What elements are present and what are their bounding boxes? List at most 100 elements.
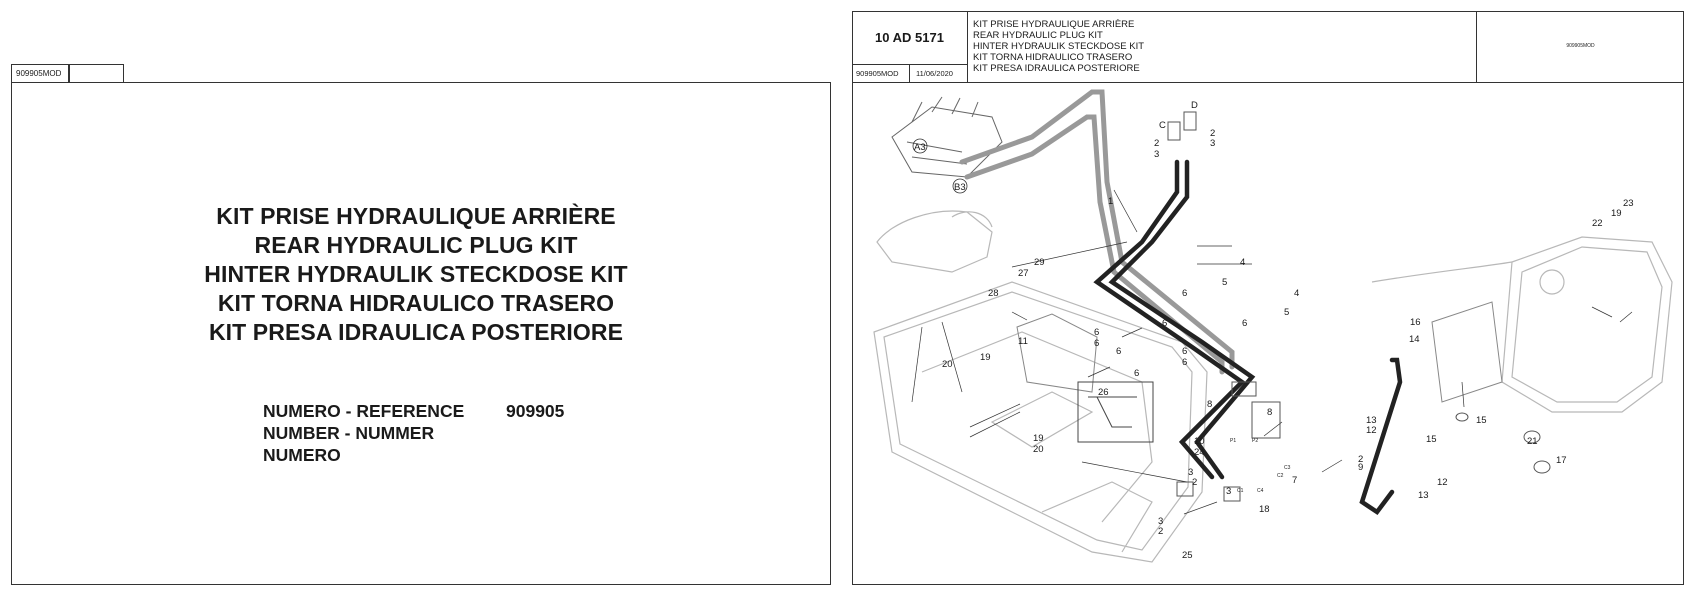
callout-19a: 19 xyxy=(980,352,991,363)
callout-11: 11 xyxy=(1018,336,1028,347)
callout-D: D xyxy=(1191,100,1198,111)
title-fr: KIT PRISE HYDRAULIQUE ARRIÈRE xyxy=(216,203,616,229)
rear-frame-drawing xyxy=(1371,236,1673,413)
callout-6b: 6 xyxy=(1162,318,1167,329)
bracket-drawing xyxy=(1431,301,1503,403)
callout-16: 16 xyxy=(1410,317,1421,328)
callout-22: 22 xyxy=(1592,218,1603,229)
doc-date: 11/06/2020 xyxy=(910,65,968,82)
port-C3: C3 xyxy=(1284,465,1291,471)
reference-number: 909905 xyxy=(506,401,565,421)
doc-code: 909905MOD xyxy=(852,65,910,82)
left-doc-code: 909905MOD xyxy=(11,64,69,83)
callout-4b: 4 xyxy=(1294,288,1299,299)
callout-6h: 6 xyxy=(1182,357,1187,368)
exploded-parts-diagram: A3 B3 C D 2 3 2 3 1 4 4 5 5 6 6 6 6 6 6 … xyxy=(873,89,1673,563)
callout-A3: A3 xyxy=(914,142,926,153)
callout-12b: 12 xyxy=(1366,425,1377,436)
port-C2: C2 xyxy=(1277,473,1284,479)
leader-lines xyxy=(911,189,1633,515)
callout-5b: 5 xyxy=(1284,307,1289,318)
left-page-frame xyxy=(11,82,831,585)
black-hoses xyxy=(1093,159,1403,516)
callout-29: 29 xyxy=(1034,257,1045,268)
left-tab-blank xyxy=(69,64,124,83)
gray-hoses xyxy=(959,89,1235,375)
callout-B3: B3 xyxy=(954,182,966,193)
port-P2: P2 xyxy=(1252,438,1258,444)
rtitle-en: REAR HYDRAULIC PLUG KIT xyxy=(973,30,1103,41)
callout-3c: 3 xyxy=(1188,467,1193,478)
callout-6c: 6 xyxy=(1242,318,1247,329)
callout-2e: 2 xyxy=(1358,454,1363,465)
callout-12a: 12 xyxy=(1437,477,1448,488)
rtitle-it: KIT PRESA IDRAULICA POSTERIORE xyxy=(973,63,1140,74)
callout-13a: 13 xyxy=(1418,490,1429,501)
callout-2d: 2 xyxy=(1158,526,1163,537)
header-divider xyxy=(852,82,1684,83)
callout-20b: 20 xyxy=(1033,444,1044,455)
callout-1: 1 xyxy=(1108,196,1113,207)
callout-7: 7 xyxy=(1292,475,1297,486)
callout-labels: A3 B3 C D 2 3 2 3 1 4 4 5 5 6 6 6 6 6 6 … xyxy=(912,100,1634,561)
left-title-block: KIT PRISE HYDRAULIQUE ARRIÈRE REAR HYDRA… xyxy=(11,202,821,347)
reference-labels: NUMERO - REFERENCE NUMBER - NUMMER NUMER… xyxy=(263,400,464,466)
callout-3a: 3 xyxy=(1154,149,1159,160)
callout-15b: 15 xyxy=(1426,434,1437,445)
port-C1: C1 xyxy=(1237,488,1244,494)
console-drawing xyxy=(876,210,993,273)
title-it: KIT PRESA IDRAULICA POSTERIORE xyxy=(208,319,624,345)
valve-block-drawing xyxy=(891,96,1003,178)
callout-3e: 3 xyxy=(1226,486,1231,497)
callout-19b: 19 xyxy=(1033,433,1044,444)
callout-20a: 20 xyxy=(942,359,953,370)
callout-10: 10 xyxy=(1194,436,1205,447)
callout-6i: 6 xyxy=(1134,368,1139,379)
callout-27: 27 xyxy=(1018,268,1029,279)
support-plate-drawing xyxy=(1016,313,1098,393)
callout-6a: 6 xyxy=(1182,288,1187,299)
reference-label-1: NUMERO - REFERENCE xyxy=(263,401,465,421)
callout-24: 24 xyxy=(1194,447,1205,458)
kit-code: 10 AD 5171 xyxy=(852,11,968,65)
title-en: REAR HYDRAULIC PLUG KIT xyxy=(254,232,578,258)
port-C4: C4 xyxy=(1257,488,1264,494)
callout-19c: 19 xyxy=(1611,208,1622,219)
callout-28: 28 xyxy=(988,288,999,299)
callout-26: 26 xyxy=(1098,387,1109,398)
title-es: KIT TORNA HIDRAULICO TRASERO xyxy=(217,290,615,316)
reference-label-3: NUMERO xyxy=(263,445,341,465)
callout-8b: 8 xyxy=(1267,407,1272,418)
callout-2b: 2 xyxy=(1210,128,1215,139)
callout-25: 25 xyxy=(1182,550,1193,561)
callout-6e: 6 xyxy=(1094,338,1099,349)
callout-14: 14 xyxy=(1409,334,1420,345)
callout-13b: 13 xyxy=(1366,415,1377,426)
callout-15a: 15 xyxy=(1476,415,1487,426)
callout-18: 18 xyxy=(1259,504,1270,515)
right-title-block: KIT PRISE HYDRAULIQUE ARRIÈRE REAR HYDRA… xyxy=(973,19,1144,74)
rtitle-es: KIT TORNA HIDRAULICO TRASERO xyxy=(973,52,1133,63)
callout-2a: 2 xyxy=(1154,138,1159,149)
title-de: HINTER HYDRAULIK STECKDOSE KIT xyxy=(204,261,628,287)
callout-9: 9 xyxy=(1358,462,1363,473)
callout-6g: 6 xyxy=(1182,346,1187,357)
callout-6f: 6 xyxy=(1116,346,1121,357)
callout-23: 23 xyxy=(1623,198,1634,209)
right-box-code: 909905MOD xyxy=(1476,11,1684,82)
callout-5a: 5 xyxy=(1222,277,1227,288)
rtitle-de: HINTER HYDRAULIK STECKDOSE KIT xyxy=(973,41,1145,52)
fittings xyxy=(1167,111,1551,502)
callout-21: 21 xyxy=(1527,436,1538,447)
reference-label-2: NUMBER - NUMMER xyxy=(263,423,435,443)
callout-C: C xyxy=(1159,120,1166,131)
port-P1: P1 xyxy=(1230,438,1236,444)
rtitle-fr: KIT PRISE HYDRAULIQUE ARRIÈRE xyxy=(973,19,1135,30)
callout-17: 17 xyxy=(1556,455,1567,466)
callout-3b: 3 xyxy=(1210,138,1215,149)
callout-3d: 3 xyxy=(1158,516,1163,527)
callout-4a: 4 xyxy=(1240,257,1245,268)
harness-inset xyxy=(1077,381,1154,443)
callout-8a: 8 xyxy=(1207,399,1212,410)
callout-6d: 6 xyxy=(1094,327,1099,338)
